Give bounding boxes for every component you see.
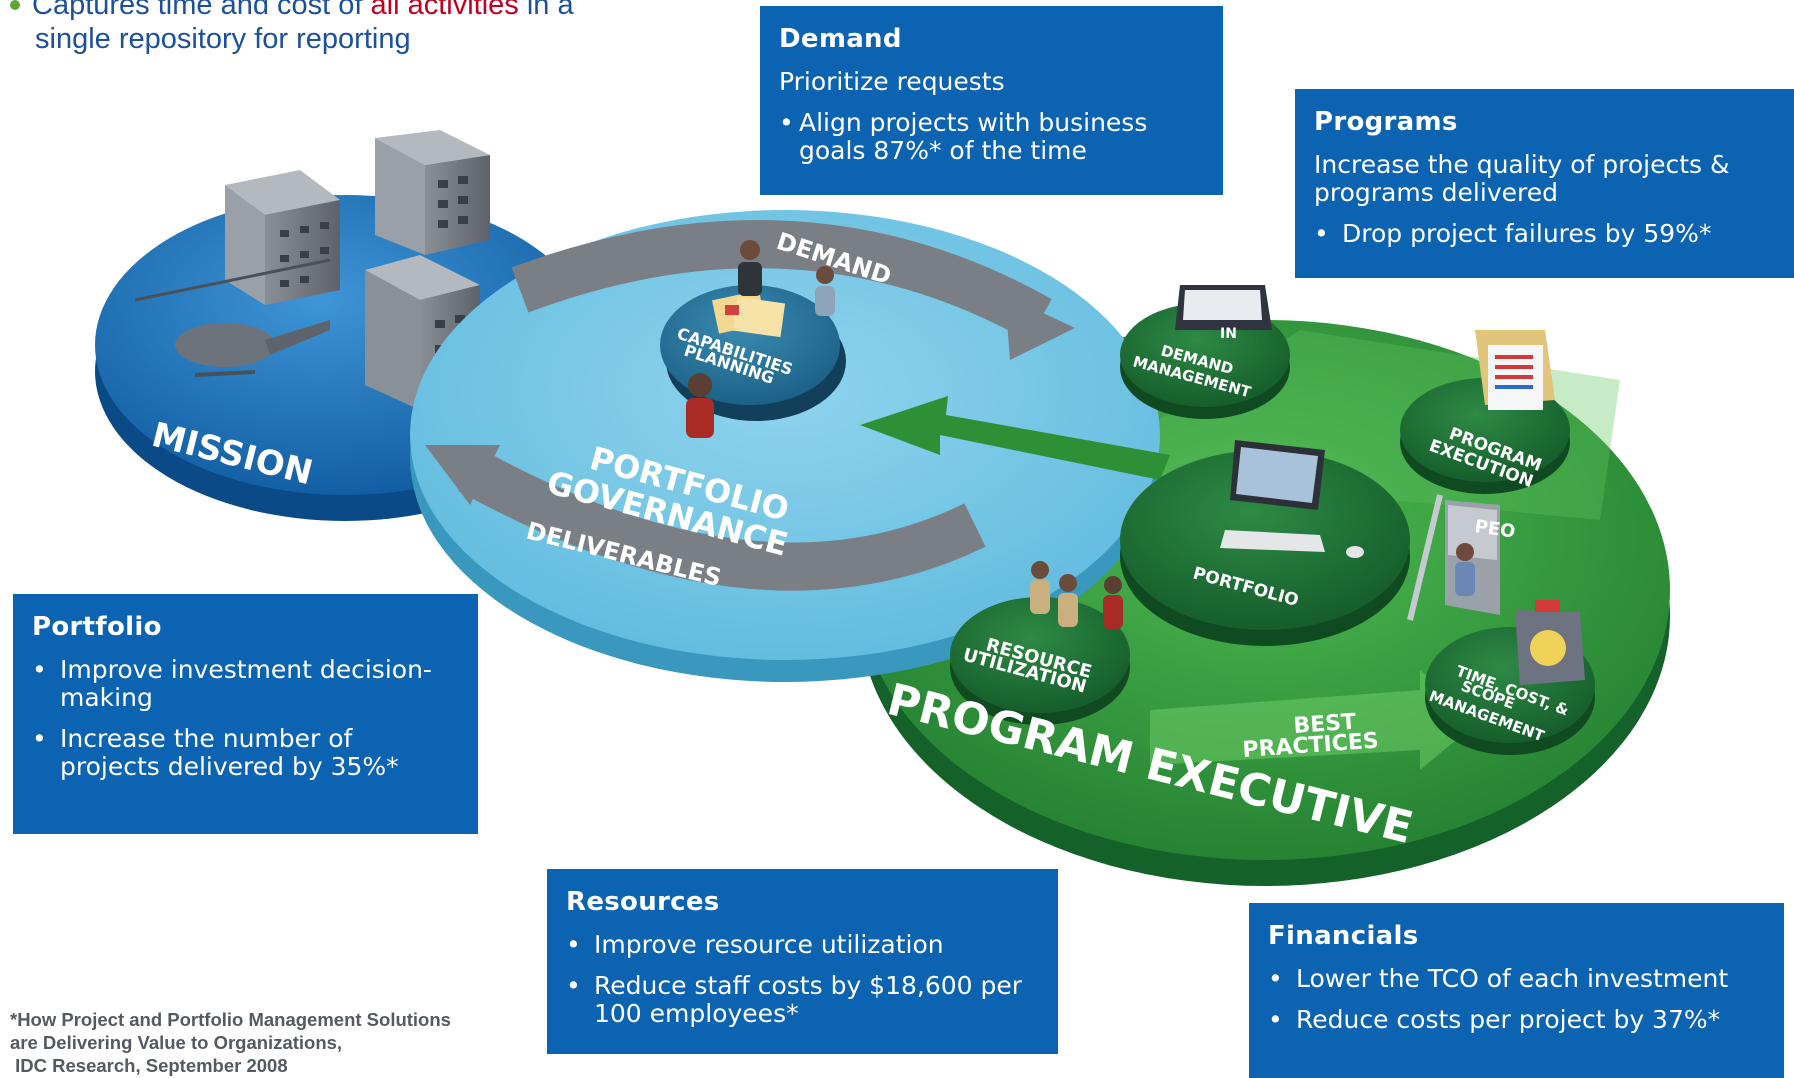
resources-bullet-1-text: Improve resource utilization [594,930,944,959]
programs-heading: Programs [1314,107,1458,137]
portfolio-bullet-2-text: Increase the number of projects delivere… [60,724,399,781]
financials-bullet-1-text: Lower the TCO of each investment [1296,964,1729,993]
time-cost-scope-node [1425,600,1595,755]
demand-bullet: •Align projects with business goals 87%*… [779,109,1205,165]
intro-text: Captures time and cost of all activities… [10,0,650,56]
programs-subtitle: Increase the quality of projects & progr… [1314,150,1730,207]
intro-line-1: Captures time and cost of all activities… [10,0,650,22]
portfolio-bullet-1: •Improve investment decision-making [32,656,460,712]
demand-bullet-text: Align projects with business goals 87%* … [799,108,1148,165]
clock-icon [1515,600,1585,685]
deliverables-arc-arrow-icon [425,445,986,591]
bullet-dot-icon [10,0,20,10]
footnote-line-3: IDC Research, September 2008 [10,1055,288,1076]
resources-bullet-2-text: Reduce staff costs by $18,600 per 100 em… [594,971,1023,1028]
demand-management-node [1120,285,1290,419]
programs-bullet: •Drop project failures by 59%* [1314,219,1712,248]
portfolio-node [1120,440,1410,646]
portfolio-bullet-2: •Increase the number of projects deliver… [32,725,460,781]
demand-box: Demand Prioritize requests •Align projec… [760,6,1223,195]
financials-bullet-1: •Lower the TCO of each investment [1268,964,1729,993]
programs-box: Programs Increase the quality of project… [1295,89,1794,278]
resources-bullet-1: •Improve resource utilization [566,930,944,959]
folder-icon [1475,330,1555,410]
inbox-label: IN [1220,326,1237,342]
peo-person-icon [1455,543,1475,596]
computer-icon [1220,440,1364,558]
people-icon [686,240,835,438]
financials-bullet-2: •Reduce costs per project by 37%* [1268,1005,1721,1034]
documents-icon [711,290,786,338]
team-icon [1030,561,1123,629]
intro-line-1-prefix: Captures time and cost of [32,0,371,21]
feedback-arrow-icon [860,396,1170,480]
intro-line-2: single repository for reporting [35,23,411,55]
intro-line-1-suffix: in a [518,0,574,21]
demand-heading: Demand [779,24,902,54]
programs-bullet-text: Drop project failures by 59%* [1342,219,1712,248]
inbox-icon [1175,285,1272,330]
portfolio-bullet-1-text: Improve investment decision-making [60,655,432,712]
footnote-line-2: are Delivering Value to Organizations, [10,1032,343,1053]
financials-box: Financials •Lower the TCO of each invest… [1249,903,1784,1078]
financials-heading: Financials [1268,921,1419,951]
footnote-line-1: *How Project and Portfolio Management So… [10,1009,451,1030]
resources-bullet-2: •Reduce staff costs by $18,600 per 100 e… [566,972,1040,1028]
resources-heading: Resources [566,887,720,917]
intro-highlight: all activities [370,0,519,21]
portfolio-heading: Portfolio [32,612,162,642]
helicopter-icon [134,258,331,377]
demand-arc-arrow-icon [511,220,1075,360]
resources-box: Resources •Improve resource utilization … [547,869,1058,1054]
portfolio-box: Portfolio •Improve investment decision-m… [13,594,478,834]
best-practices-label-1: BEST [1293,710,1357,739]
demand-subtitle: Prioritize requests [779,67,1005,96]
program-execution-node [1400,330,1570,494]
financials-bullet-2-text: Reduce costs per project by 37%* [1296,1005,1721,1034]
resource-utilization-node [950,561,1130,725]
footnote: *How Project and Portfolio Management So… [10,1008,570,1077]
